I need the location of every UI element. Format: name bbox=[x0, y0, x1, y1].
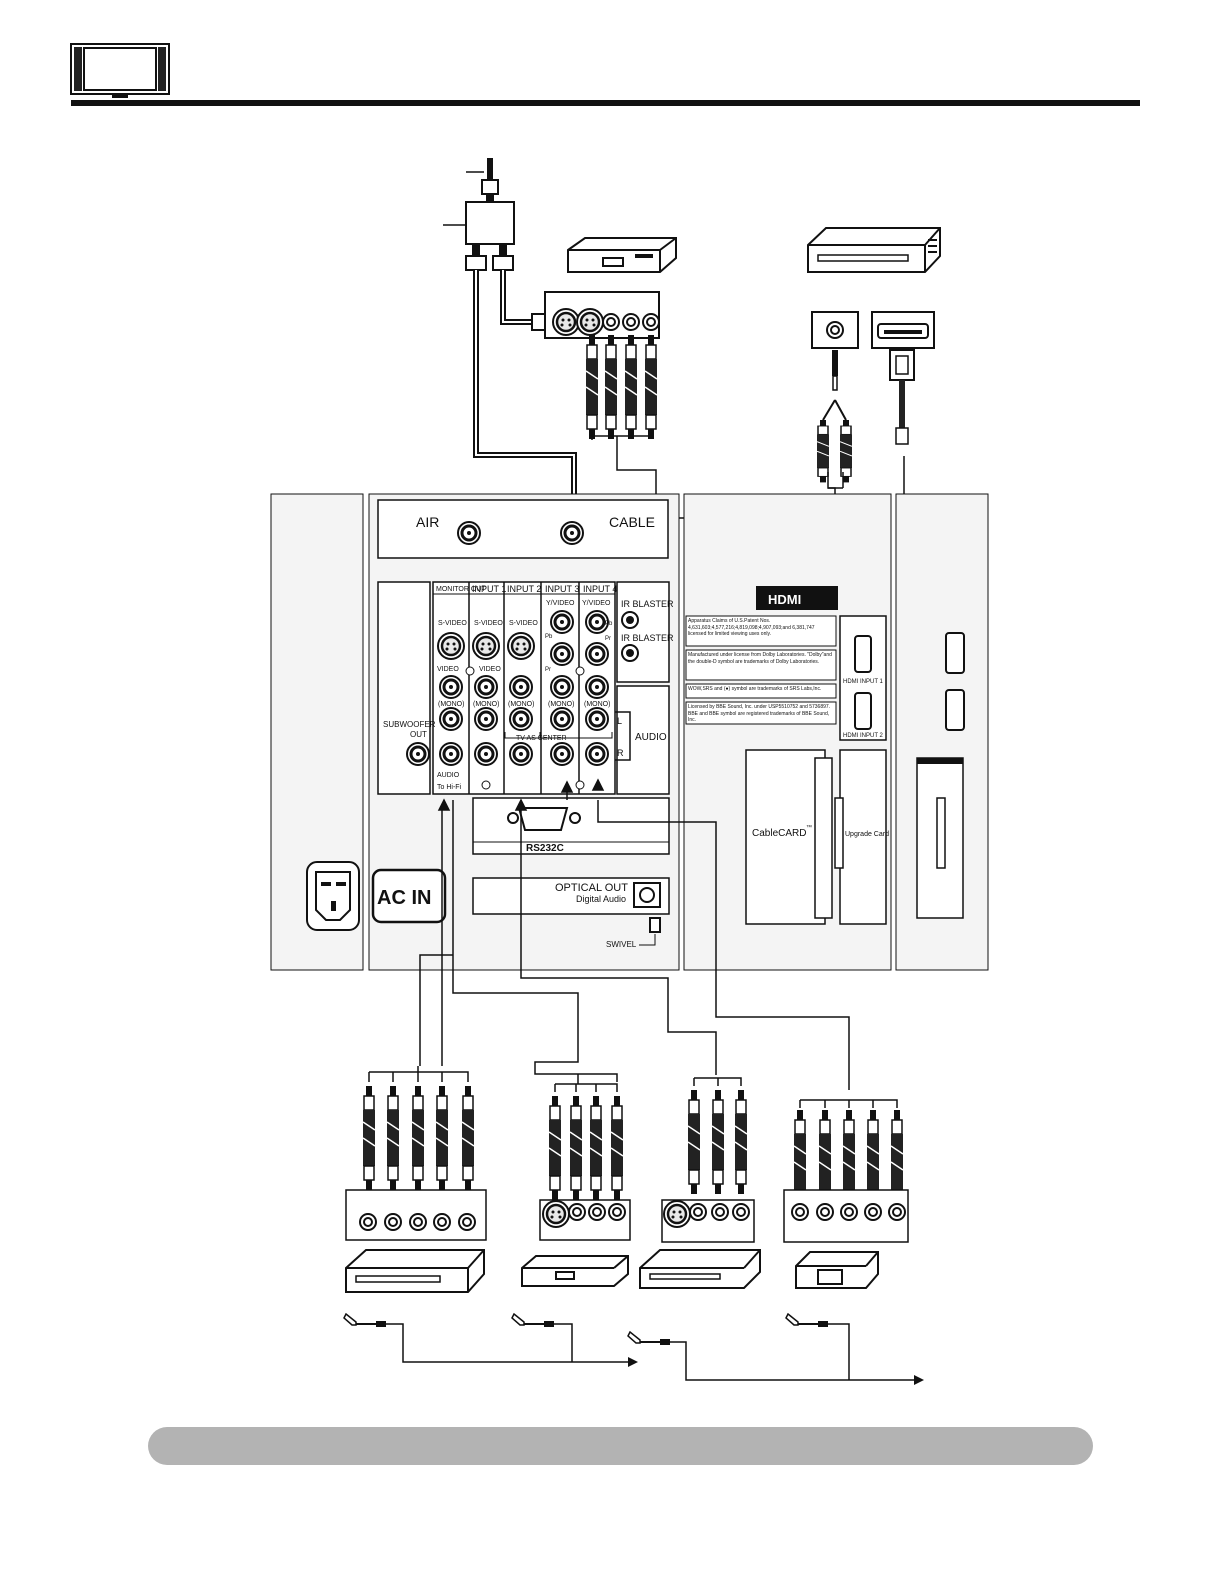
vcr-device-1 bbox=[345, 1249, 485, 1293]
swivel-label: SWIVEL bbox=[606, 940, 637, 949]
subwoofer-out-label: OUT bbox=[410, 730, 427, 739]
pb-label-1: Pb bbox=[545, 634, 553, 640]
video-label-1: VIDEO bbox=[437, 666, 459, 673]
hdmi-input2-label: HDMI INPUT 2 bbox=[843, 733, 884, 739]
mono-label-1: (MONO) bbox=[438, 701, 464, 708]
input2-label: INPUT 2 bbox=[507, 584, 541, 594]
vcr-device-2 bbox=[639, 1249, 761, 1289]
ir-blaster-cables bbox=[343, 1313, 924, 1385]
cable-box bbox=[567, 237, 677, 273]
digital-audio-label: Digital Audio bbox=[576, 894, 626, 904]
vcr-top bbox=[807, 227, 941, 273]
bottom-jack-panels bbox=[345, 1189, 909, 1243]
s-video-label-3: S-VIDEO bbox=[509, 620, 538, 627]
notice-patent: Apparatus Claims of U.S.Patent Nos. 4,63… bbox=[688, 618, 815, 637]
pr-label-2: Pr bbox=[605, 636, 611, 642]
audio-label: AUDIO bbox=[635, 732, 667, 743]
antenna-splitter bbox=[443, 158, 585, 516]
notice-dolby: Manufactured under license from Dolby La… bbox=[688, 652, 832, 665]
camcorder-device bbox=[795, 1251, 879, 1289]
s-video-label-1: S-VIDEO bbox=[438, 620, 467, 627]
l-label: L bbox=[617, 716, 622, 726]
rs232c-label: RS232C bbox=[526, 843, 564, 854]
ir-blaster-label-1: IR BLASTER bbox=[621, 599, 674, 609]
ac-in-label: AC IN bbox=[377, 887, 431, 909]
cable-label: CABLE bbox=[609, 514, 655, 530]
subwoofer-label: SUBWOOFER bbox=[383, 720, 436, 729]
hdmi-source bbox=[871, 311, 946, 660]
mono-label-5: (MONO) bbox=[584, 701, 610, 708]
r-label: R bbox=[617, 748, 624, 758]
pr-label-1: Pr bbox=[545, 667, 551, 673]
audio-left-label: AUDIO bbox=[437, 772, 460, 779]
mono-label-2: (MONO) bbox=[473, 701, 499, 708]
footer-bar bbox=[148, 1427, 1093, 1465]
video-label-2: VIDEO bbox=[479, 666, 501, 673]
hdmi-logo: HDMI bbox=[768, 592, 801, 607]
upgrade-card-label: Upgrade Card bbox=[845, 831, 889, 838]
header-rule bbox=[71, 100, 1140, 106]
pb-label-2: Pb bbox=[605, 621, 613, 627]
hdmi-input1-label: HDMI INPUT 1 bbox=[843, 679, 884, 685]
cable-box-jack-panel bbox=[544, 291, 660, 339]
s-video-label-2: S-VIDEO bbox=[474, 620, 503, 627]
optical-out-label: OPTICAL OUT bbox=[555, 882, 628, 894]
notice-srs: WOW,SRS and (●) symbol are trademarks of… bbox=[688, 686, 822, 692]
y-video-label-2: Y/VIDEO bbox=[582, 600, 611, 607]
input3-label: INPUT 3 bbox=[545, 584, 579, 594]
tv-icon bbox=[70, 43, 170, 98]
notice-bbe: Licensed by BBE Sound, Inc. under USP551… bbox=[688, 704, 831, 723]
panel-labels: AIR CABLE MONITOR OUT INPUT 1 INPUT 2 IN… bbox=[377, 514, 889, 949]
input1-label: INPUT 1 bbox=[472, 584, 506, 594]
mono-label-3: (MONO) bbox=[508, 701, 534, 708]
rear-panel bbox=[270, 493, 989, 971]
to-hifi-label: To Hi-Fi bbox=[437, 784, 462, 791]
cablecard-label: CableCARD bbox=[752, 828, 806, 839]
cablecard-tm: ™ bbox=[806, 824, 812, 831]
mono-label-4: (MONO) bbox=[548, 701, 574, 708]
monitor-out-label: MONITOR OUT bbox=[436, 586, 486, 593]
air-label: AIR bbox=[416, 514, 439, 530]
bottom-devices bbox=[345, 1249, 879, 1293]
dvd-device bbox=[521, 1255, 629, 1287]
tv-as-center-label: TV AS CENTER bbox=[516, 735, 567, 742]
bottom-connection-lines bbox=[368, 778, 898, 1108]
y-video-label-1: Y/VIDEO bbox=[546, 600, 575, 607]
ir-blaster-label-2: IR BLASTER bbox=[621, 633, 674, 643]
input4-label: INPUT 4 bbox=[583, 584, 617, 594]
